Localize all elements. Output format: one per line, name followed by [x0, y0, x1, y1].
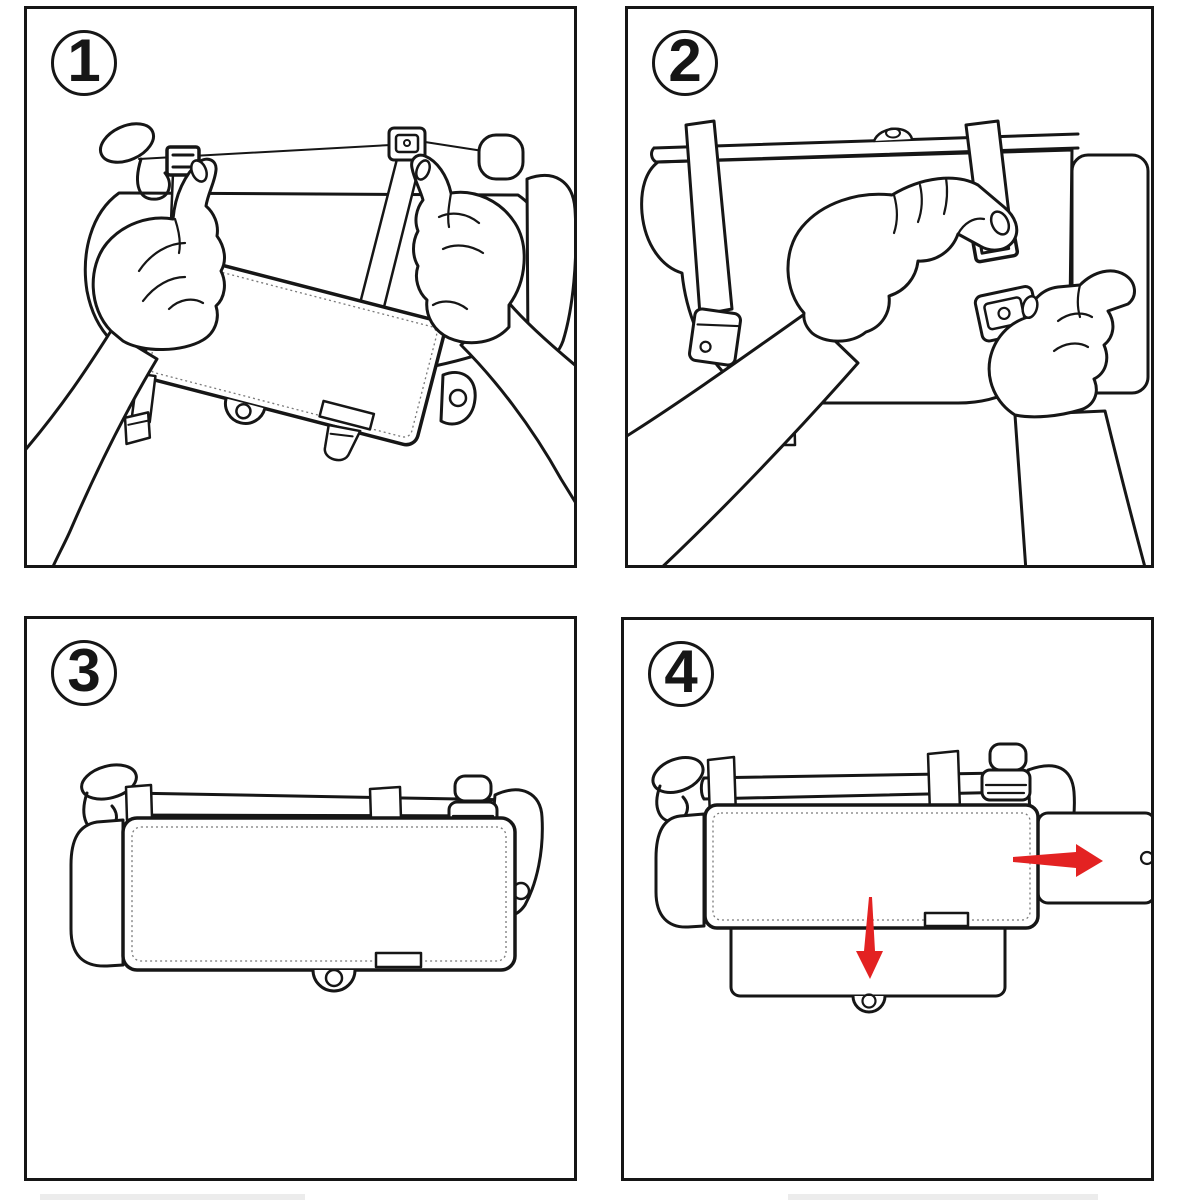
visor-clamp-icon	[980, 742, 1032, 802]
lower-hand	[987, 269, 1146, 565]
next-row-preview-strip	[788, 1194, 1098, 1200]
strap-band-right	[368, 785, 403, 822]
strap-band-left	[124, 783, 154, 822]
step-number: 3	[67, 637, 101, 704]
shade-panel	[703, 803, 1040, 930]
step-number: 2	[668, 27, 702, 94]
right-forearm	[459, 301, 574, 503]
suction-hook-icon	[651, 756, 705, 823]
shade-panel	[121, 816, 517, 993]
red-arrow-right-icon	[1013, 844, 1103, 877]
thumbnail	[989, 210, 1011, 236]
step-number: 1	[67, 27, 101, 94]
step-number: 4	[664, 638, 698, 705]
visor-pivot-mount	[872, 127, 914, 143]
strap-end-plate	[688, 307, 742, 367]
thumbnail	[1021, 294, 1039, 320]
left-forearm	[27, 329, 159, 565]
lower-forearm	[1013, 409, 1146, 565]
step-1-panel: 1	[24, 6, 577, 568]
clip-tab	[323, 423, 362, 462]
left-strap	[684, 119, 742, 367]
right-palm	[410, 153, 526, 345]
step-4-panel: 4	[621, 617, 1154, 1181]
step-number-badge: 1	[51, 30, 117, 96]
step-1-illustration	[27, 122, 574, 565]
visor-left-end	[69, 818, 125, 968]
step-2-panel: 2	[625, 6, 1154, 568]
upper-hand	[628, 176, 1019, 565]
step-3-illustration	[69, 763, 544, 993]
red-arrow-down-icon	[856, 897, 883, 979]
suction-hook-icon	[99, 122, 171, 201]
slot	[318, 399, 376, 431]
lower-palm	[987, 269, 1136, 419]
step-4-illustration	[651, 742, 1151, 1014]
corner-clip	[123, 411, 152, 446]
thumbnail	[190, 159, 208, 183]
step-number-badge: 2	[652, 30, 718, 96]
upper-forearm	[628, 311, 860, 565]
slot	[374, 951, 423, 969]
step-number-badge: 4	[648, 641, 714, 707]
visor-left-end	[654, 812, 706, 929]
thumbnail	[415, 159, 431, 181]
upper-palm	[786, 176, 1019, 343]
right-hand	[410, 153, 574, 503]
visor-top-bar	[650, 132, 1080, 164]
left-palm	[91, 157, 226, 351]
visor-corner-hole	[439, 371, 477, 426]
pull-hole	[1139, 850, 1151, 866]
step-2-illustration	[628, 119, 1150, 565]
hanger-tab	[851, 994, 887, 1014]
step-3-panel: 3	[24, 616, 577, 1181]
buckle-female-icon	[387, 126, 427, 162]
slot	[923, 911, 970, 928]
next-row-preview-strip	[40, 1194, 305, 1200]
step-number-badge: 3	[51, 640, 117, 706]
left-hand	[27, 157, 226, 565]
visor-hook-right-icon	[477, 133, 525, 181]
